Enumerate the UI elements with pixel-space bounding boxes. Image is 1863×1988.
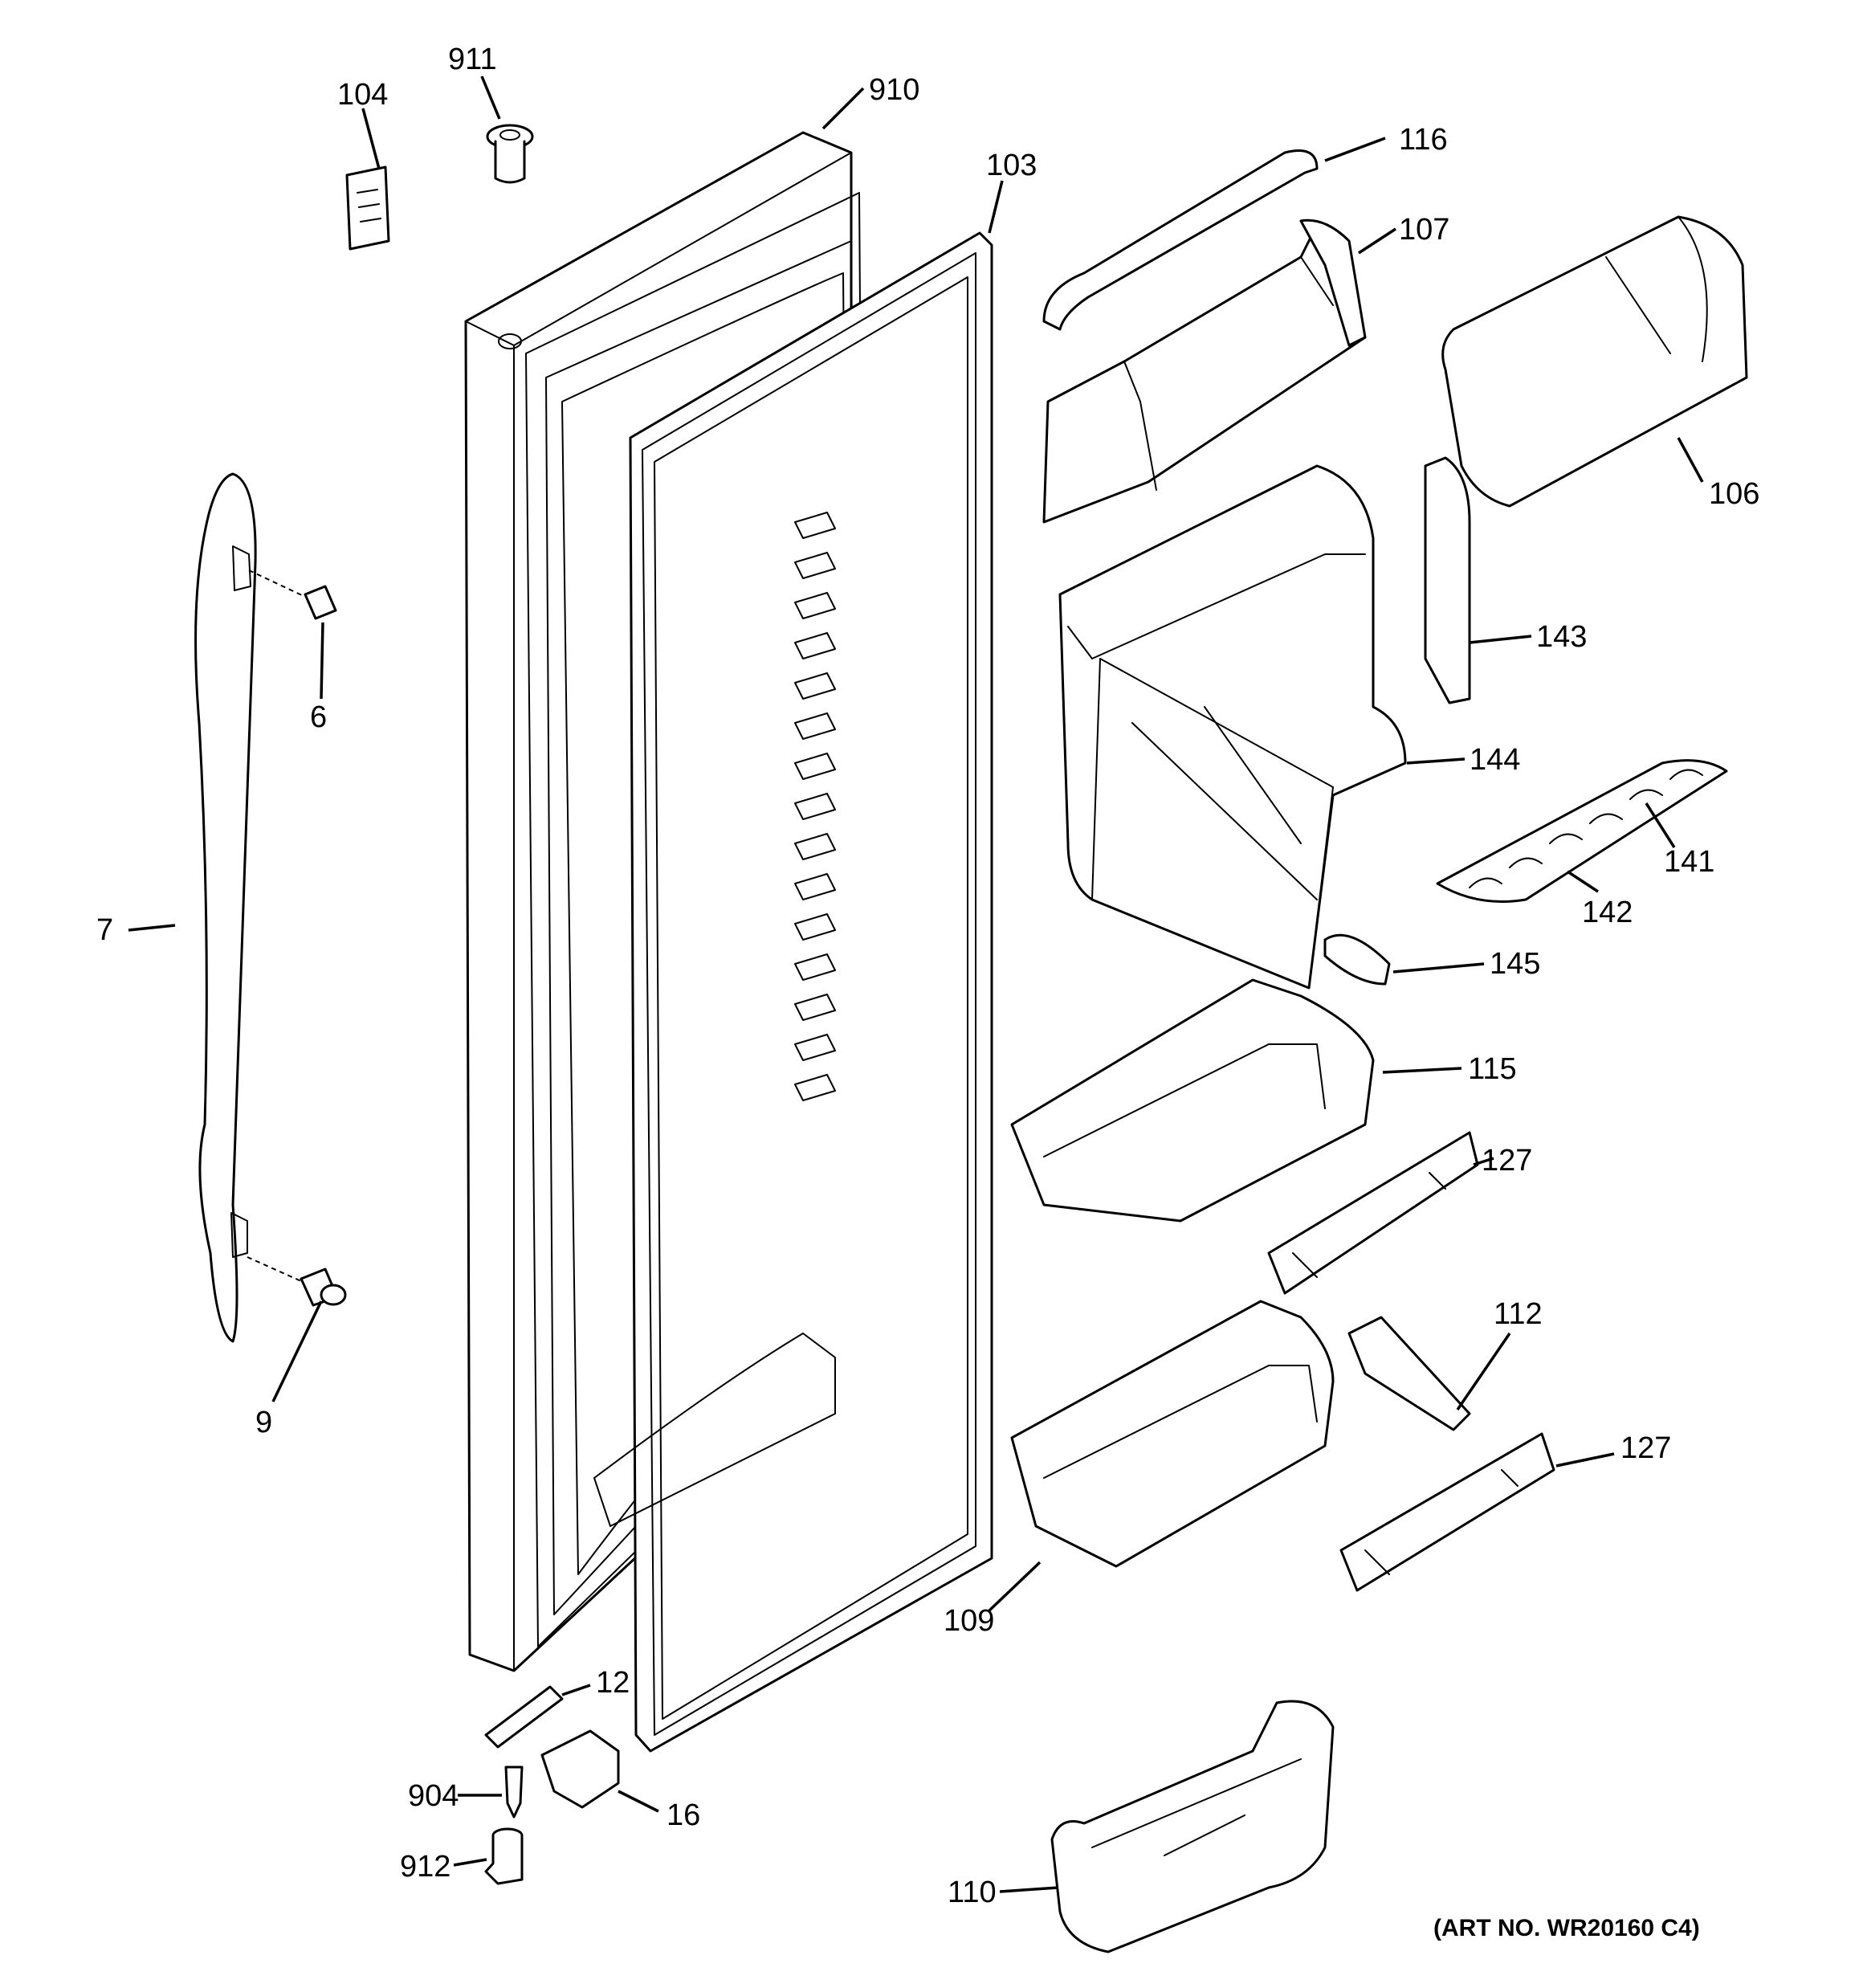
door-liner-supports xyxy=(593,512,836,1527)
callout-116: 116 xyxy=(1399,123,1448,157)
callout-144: 144 xyxy=(1470,743,1520,777)
part-127b-trim xyxy=(1339,1432,1555,1592)
part-143-trim xyxy=(1424,456,1471,704)
callout-6: 6 xyxy=(310,700,327,734)
part-9-screw xyxy=(247,1256,347,1307)
part-16-hinge xyxy=(540,1729,620,1809)
leader-lines xyxy=(128,76,1704,1893)
callout-145: 145 xyxy=(1490,947,1540,981)
part-110-bin xyxy=(1050,1700,1335,1953)
callout-127a: 127 xyxy=(1482,1144,1532,1178)
callout-143: 143 xyxy=(1536,620,1587,654)
callout-127b: 127 xyxy=(1620,1431,1671,1465)
part-144-dairy xyxy=(1058,464,1407,990)
callout-141: 141 xyxy=(1664,845,1714,879)
part-145-clip xyxy=(1323,933,1391,986)
part-107-bin xyxy=(1042,218,1367,524)
callout-106: 106 xyxy=(1709,477,1759,511)
part-109-bin xyxy=(1010,1300,1335,1568)
part-115-bin xyxy=(1010,978,1375,1223)
callout-109: 109 xyxy=(944,1604,994,1638)
callout-104: 104 xyxy=(337,78,388,112)
callout-142: 142 xyxy=(1582,896,1633,929)
part-116-cover xyxy=(1042,149,1319,331)
callout-16: 16 xyxy=(667,1798,700,1832)
part-6-screw xyxy=(248,569,337,620)
callout-912: 912 xyxy=(400,1850,450,1884)
callout-112: 112 xyxy=(1494,1297,1543,1331)
part-112-divider xyxy=(1347,1316,1471,1431)
part-7-handle xyxy=(194,472,257,1343)
part-106-cover xyxy=(1441,215,1748,508)
part-911-bushing xyxy=(486,124,534,184)
callout-12: 12 xyxy=(596,1666,630,1700)
callouts: 104 911 910 103 116 107 106 6 143 144 14… xyxy=(96,43,1759,1909)
part-104-label xyxy=(345,165,390,251)
part-12-bracket xyxy=(484,1685,564,1749)
callout-107: 107 xyxy=(1399,213,1449,247)
part-141-142-egg-tray xyxy=(1436,759,1728,903)
art-number: (ART NO. WR20160 C4) xyxy=(1433,1915,1700,1941)
part-912-bushing xyxy=(484,1827,524,1885)
callout-910: 910 xyxy=(869,73,919,107)
callout-115: 115 xyxy=(1468,1052,1517,1086)
callout-7: 7 xyxy=(96,913,113,947)
part-103-gasket xyxy=(629,231,993,1753)
callout-9: 9 xyxy=(255,1406,272,1439)
callout-904: 904 xyxy=(408,1779,459,1813)
callout-110: 110 xyxy=(948,1876,997,1909)
callout-103: 103 xyxy=(986,149,1037,182)
callout-911: 911 xyxy=(448,43,497,76)
part-904-screw xyxy=(504,1766,524,1819)
